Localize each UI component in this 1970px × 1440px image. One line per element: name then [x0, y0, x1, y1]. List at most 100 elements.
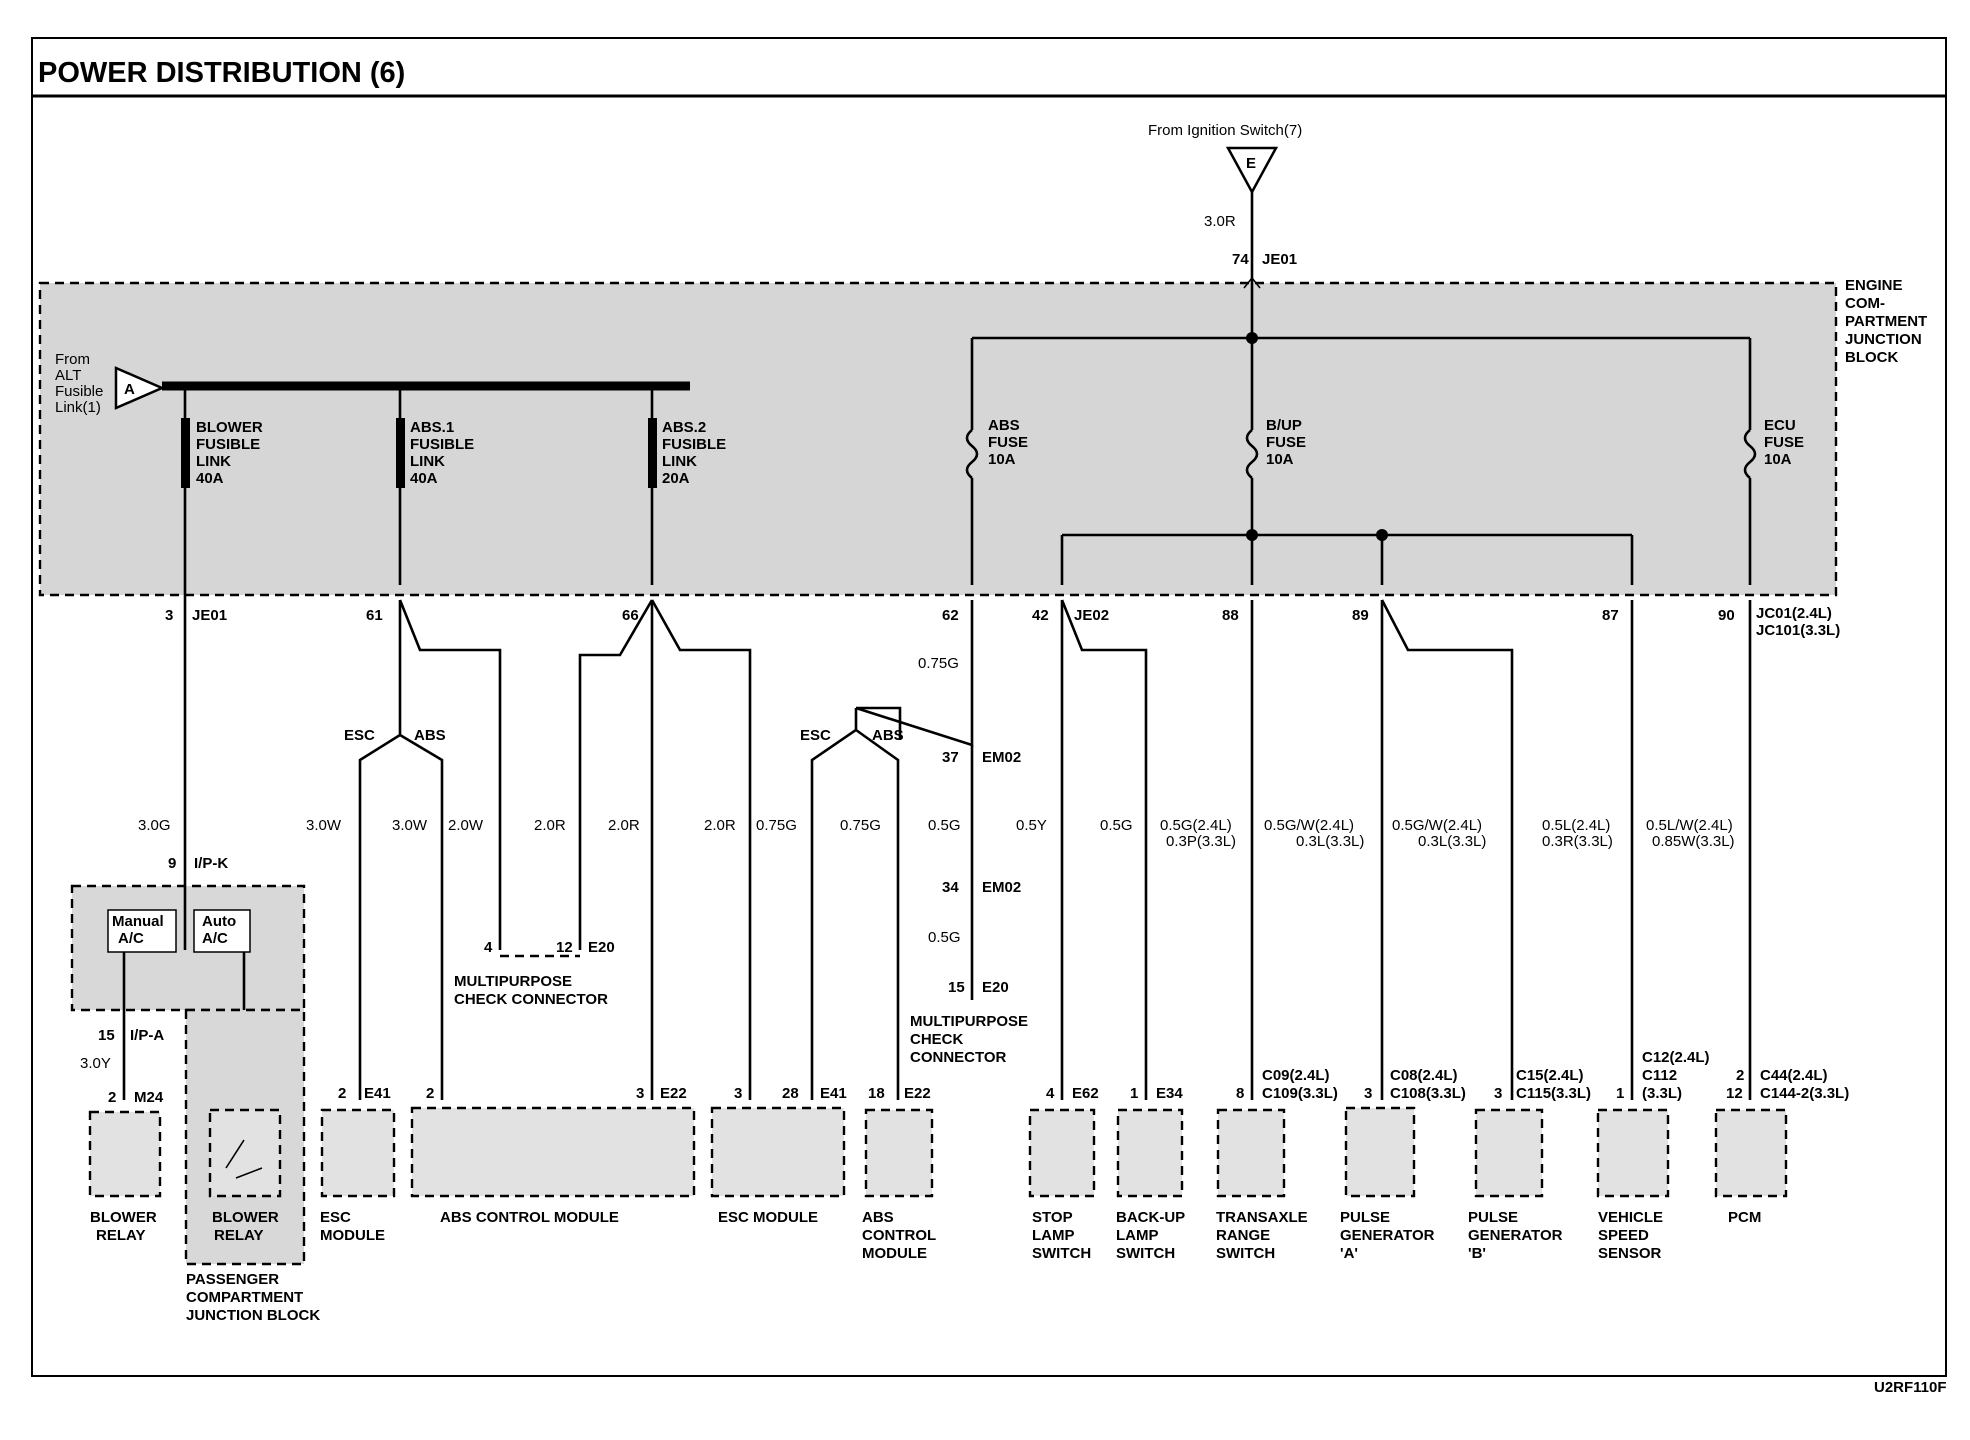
component-label: GENERATOR	[1468, 1227, 1563, 1244]
connector-label: EM02	[982, 879, 1021, 896]
svg-text:61: 61	[366, 607, 383, 624]
connector-label: E41	[364, 1085, 391, 1102]
component-label: BACK-UP	[1116, 1209, 1185, 1226]
component-label: ABS	[862, 1209, 894, 1226]
svg-text:ALT: ALT	[55, 367, 81, 384]
abs-control-module-2	[864, 1108, 934, 1198]
pulse-generator-b	[1474, 1108, 1544, 1198]
ignition-terminal-icon	[1225, 146, 1279, 195]
svg-text:62: 62	[942, 607, 959, 624]
wire-abs-esc-split	[856, 706, 902, 740]
variant-label: ABS	[872, 727, 904, 744]
pin-label: 9	[168, 855, 176, 872]
ignition-source-label: From Ignition Switch(7)	[1148, 122, 1302, 139]
svg-text:JUNCTION: JUNCTION	[1845, 331, 1922, 348]
svg-text:PARTMENT: PARTMENT	[1845, 313, 1927, 330]
component-label: MODULE	[320, 1227, 385, 1244]
connector-label: E62	[1072, 1085, 1099, 1102]
connector-label: C09(2.4L)	[1262, 1067, 1330, 1084]
pin-label: 28	[782, 1085, 799, 1102]
svg-text:89: 89	[1352, 607, 1369, 624]
component-label: GENERATOR	[1340, 1227, 1435, 1244]
pin-label: 37	[942, 749, 959, 766]
svg-text:3: 3	[165, 607, 173, 624]
wire-label: 3.0W	[306, 817, 342, 834]
svg-text:FUSIBLE: FUSIBLE	[410, 436, 474, 453]
variant-label: ESC	[800, 727, 831, 744]
pin-label: 2	[1736, 1067, 1744, 1084]
component-label: PASSENGER	[186, 1271, 279, 1288]
component-label: BLOWER	[90, 1209, 157, 1226]
figure-code: U2RF110F	[1874, 1379, 1947, 1396]
wire-label: 3.0G	[138, 817, 171, 834]
connector-chevron-icon	[1243, 276, 1261, 289]
stop-lamp-switch	[1028, 1108, 1096, 1198]
svg-text:JE02: JE02	[1074, 607, 1109, 624]
pin-label: 3	[734, 1085, 742, 1102]
component-label: LAMP	[1116, 1227, 1159, 1244]
component-label: MULTIPURPOSE	[454, 973, 572, 990]
component-label: RELAY	[96, 1227, 145, 1244]
connector-label: C12(2.4L)	[1642, 1049, 1710, 1066]
pin-label: 15	[948, 979, 965, 996]
svg-text:JC101(3.3L): JC101(3.3L)	[1756, 622, 1840, 639]
auto-ac-label: A/C	[202, 930, 228, 947]
abs-control-module	[410, 1106, 696, 1198]
auto-ac-label: Auto	[202, 913, 236, 930]
connector-label: M24	[134, 1089, 164, 1106]
connector-label: C109(3.3L)	[1262, 1085, 1338, 1102]
svg-text:FUSIBLE: FUSIBLE	[196, 436, 260, 453]
component-label: COMPARTMENT	[186, 1289, 303, 1306]
fusible-link-abs2: ABS.2 FUSIBLE LINK 20A	[648, 386, 726, 585]
wire-label: 0.3L(3.3L)	[1418, 833, 1486, 850]
svg-text:ABS.2: ABS.2	[662, 419, 706, 436]
wire-esc-module2	[650, 599, 752, 1100]
manual-ac-box	[107, 909, 177, 953]
pin-label: 4	[484, 939, 493, 956]
splice-dot	[1376, 529, 1388, 541]
svg-text:FUSE: FUSE	[1764, 434, 1804, 451]
pin-label: 15	[98, 1027, 115, 1044]
connector-label: C08(2.4L)	[1390, 1067, 1458, 1084]
svg-text:JC01(2.4L): JC01(2.4L)	[1756, 605, 1832, 622]
wire-mpc	[398, 599, 502, 950]
wire-label: 0.5G(2.4L)	[1160, 817, 1232, 834]
wire-label: 3.0Y	[80, 1055, 111, 1072]
component-label: CONTROL	[862, 1227, 936, 1244]
svg-text:From: From	[55, 351, 90, 368]
svg-text:B/UP: B/UP	[1266, 417, 1302, 434]
svg-text:FUSE: FUSE	[1266, 434, 1306, 451]
blower-relay-component	[88, 1110, 162, 1198]
wire-label: 0.75G	[840, 817, 881, 834]
svg-text:LINK: LINK	[662, 453, 697, 470]
wire-label: 2.0R	[534, 817, 566, 834]
component-label: TRANSAXLE	[1216, 1209, 1308, 1226]
svg-text:87: 87	[1602, 607, 1619, 624]
wire-label: 2.0W	[448, 817, 484, 834]
wire-label: 0.5Y	[1016, 817, 1047, 834]
splice-dot	[1246, 529, 1258, 541]
wire-label: 0.5G	[928, 817, 961, 834]
svg-text:10A: 10A	[1764, 451, 1792, 468]
connector-label: EM02	[982, 749, 1021, 766]
wire-esc-module3	[810, 708, 858, 1100]
wire-label: 0.85W(3.3L)	[1652, 833, 1735, 850]
variant-label: ABS	[414, 727, 446, 744]
ignition-pin: 74	[1232, 251, 1249, 268]
blower-relay-component-2	[208, 1108, 282, 1198]
svg-text:10A: 10A	[988, 451, 1016, 468]
wire-label: 0.3P(3.3L)	[1166, 833, 1236, 850]
svg-text:ENGINE: ENGINE	[1845, 277, 1903, 294]
connector-label: E20	[588, 939, 615, 956]
svg-text:88: 88	[1222, 607, 1239, 624]
svg-text:90: 90	[1718, 607, 1735, 624]
pin-label: 2	[426, 1085, 434, 1102]
junction-block-pins: 3 JE01 61 66 62 42 JE02 88 89 87 90 JC01…	[165, 605, 1840, 639]
svg-text:42: 42	[1032, 607, 1049, 624]
fuse-abs: ABS FUSE 10A	[965, 338, 1028, 585]
connector-label: C108(3.3L)	[1390, 1085, 1466, 1102]
pin-label: 3	[1364, 1085, 1372, 1102]
component-label: SPEED	[1598, 1227, 1649, 1244]
connector-label: E34	[1156, 1085, 1183, 1102]
